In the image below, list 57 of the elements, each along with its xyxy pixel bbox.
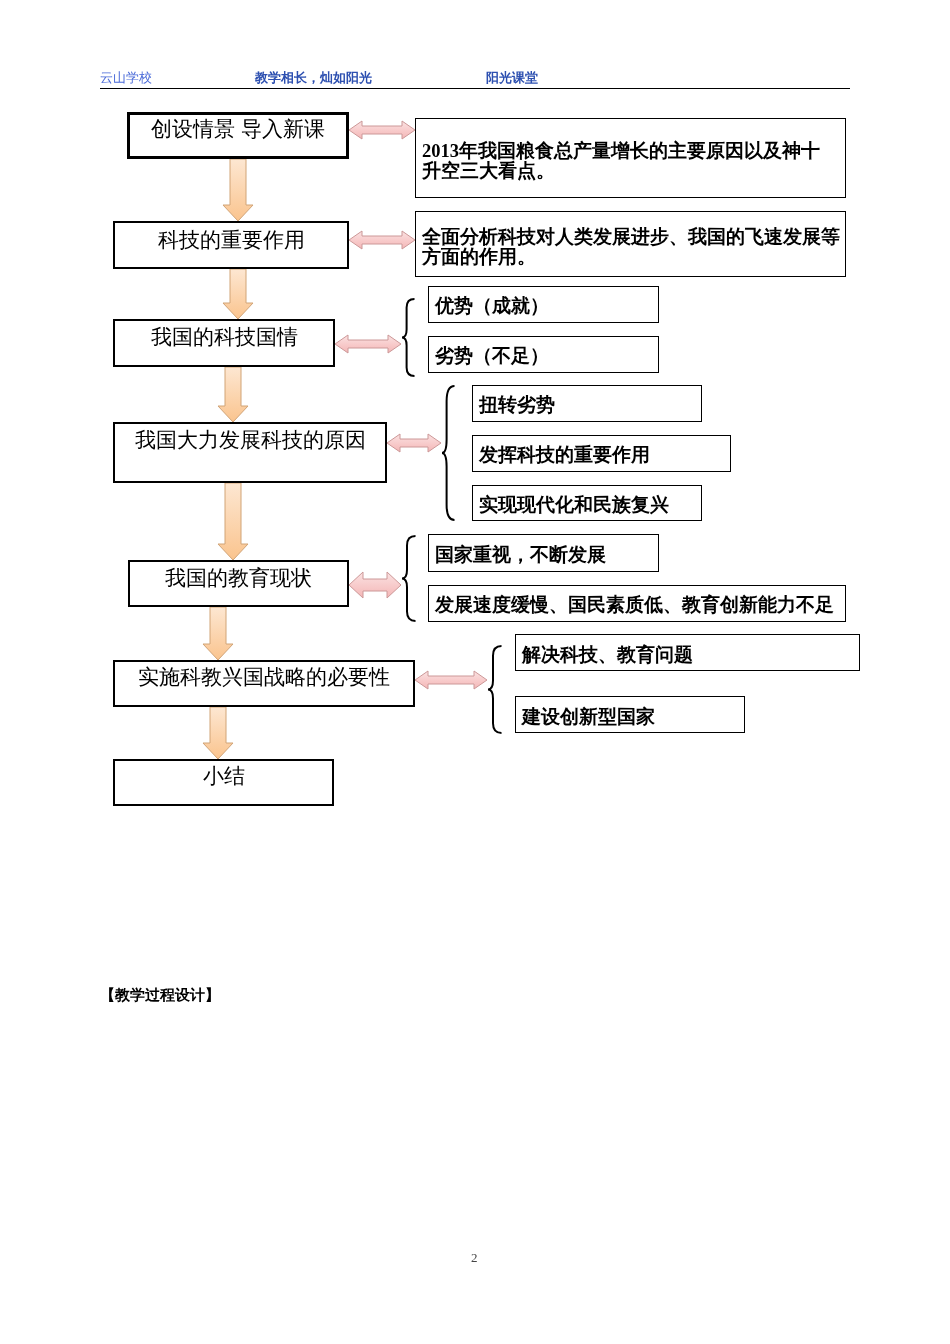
detail-box [428,286,659,323]
detail-box [472,485,702,521]
header-motto: 教学相长，灿如阳光 [255,69,372,86]
detail-box [428,534,659,572]
detail-box [472,385,702,422]
step-title: 我国的教育现状 [165,565,312,591]
detail-box [472,435,731,472]
header-title: 阳光课堂 [486,69,538,86]
step-box [127,112,349,159]
down-arrow [222,268,254,320]
detail-text: 全面分析科技对人类发展进步、我国的飞速发展等方面的作用。 [422,227,841,267]
detail-text: 国家重视，不断发展 [435,545,606,565]
detail-text: 扭转劣势 [479,395,555,415]
school-name: 云山学校 [100,69,152,86]
detail-box [515,696,745,733]
detail-box [428,585,846,622]
detail-text: 2013年我国粮食总产量增长的主要原因以及神十升空三大看点。 [422,141,821,181]
double-arrow [414,670,488,690]
curly-brace [401,298,415,377]
double-arrow [348,120,416,140]
step-box [113,660,415,707]
detail-text: 实现现代化和民族复兴 [479,495,669,515]
down-arrow [222,158,254,222]
double-arrow [348,230,416,250]
down-arrow [202,606,234,661]
detail-text: 建设创新型国家 [522,707,655,727]
step-title: 创设情景 导入新课 [150,116,326,142]
double-arrow [334,334,402,354]
detail-text: 发展速度缓慢、国民素质低、教育创新能力不足 [435,595,834,615]
step-title: 我国的科技国情 [150,324,298,350]
step-box [113,422,387,483]
detail-box [415,211,846,277]
step-title: 我国大力发展科技的原因 [134,427,366,453]
step-title: 实施科教兴国战略的必要性 [138,664,390,690]
down-arrow [202,706,234,760]
double-arrow [386,433,442,453]
step-box [113,221,349,269]
detail-box [415,118,846,198]
double-arrow [348,571,402,599]
step-box [113,319,335,367]
curly-brace [401,535,416,622]
step-title: 小结 [202,763,245,789]
step-box [113,759,334,806]
down-arrow [217,366,249,423]
page-number: 2 [471,1249,478,1266]
detail-text: 劣势（不足） [435,346,549,366]
detail-text: 解决科技、教育问题 [522,645,693,665]
detail-text: 优势（成就） [435,296,549,316]
down-arrow [217,482,249,561]
detail-box [428,336,659,373]
curly-brace [441,385,455,521]
detail-text: 发挥科技的重要作用 [479,445,650,465]
step-title: 科技的重要作用 [157,227,305,253]
curly-brace [487,645,502,734]
section-heading: 【教学过程设计】 [100,986,220,1005]
detail-box [515,634,860,671]
step-box [128,560,349,607]
